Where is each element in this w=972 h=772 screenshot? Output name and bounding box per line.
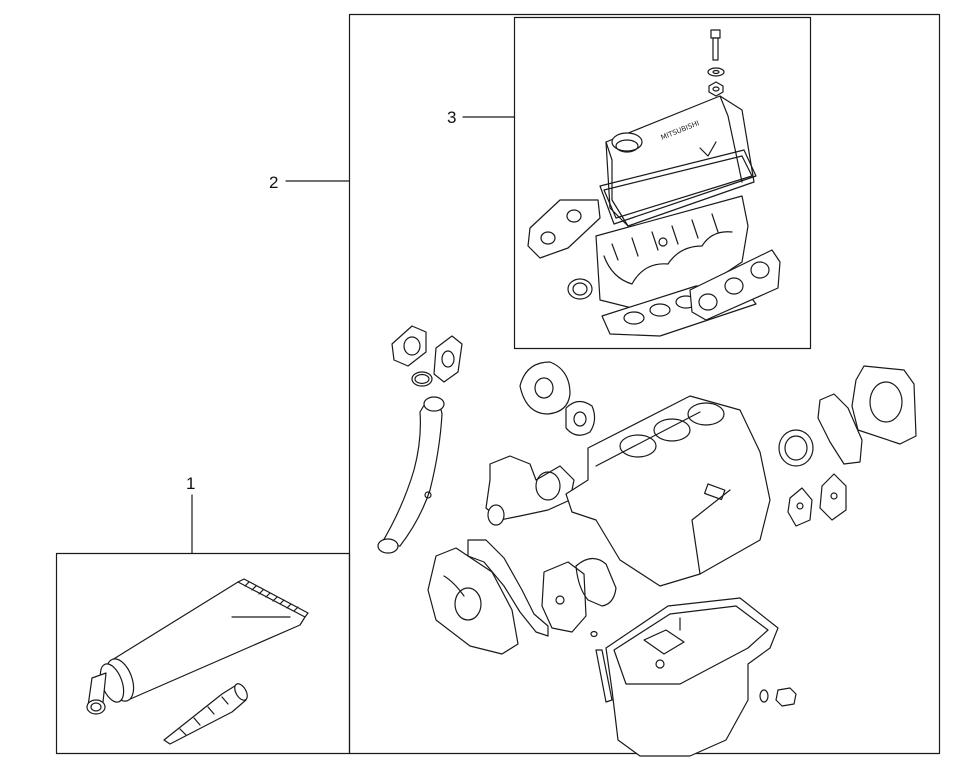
callout-item-1: 1 (186, 474, 196, 493)
grommet (708, 81, 724, 97)
rear-oil-seal-case (851, 365, 917, 445)
manifold-gasket-left (527, 199, 601, 259)
drain-plug-gasket (759, 689, 769, 703)
crankshaft-rear-oil-seal (778, 429, 814, 467)
cylinder-block (565, 395, 771, 587)
frame-cylinder-head-gasket-set (513, 16, 812, 350)
cover-plate (819, 473, 847, 521)
callout-item-3: 3 (447, 108, 457, 127)
frame-sealant-kit (55, 552, 351, 755)
front-case (427, 547, 519, 655)
thermostat-housing (391, 325, 427, 367)
water-pump-pulley-flange (519, 361, 571, 415)
oil-pan-gasket-strip (595, 649, 613, 703)
front-case-gasket (467, 539, 549, 637)
sealant-tube (86, 578, 309, 715)
exhaust-manifold-gasket (689, 249, 781, 321)
camshaft-oil-seal (567, 278, 593, 300)
o-ring (411, 371, 433, 387)
drain-plug (775, 687, 797, 707)
rocker-cover-gasket (599, 149, 757, 225)
rear-oil-seal-gasket (817, 393, 863, 465)
sealant-nozzle (163, 683, 248, 745)
oil-pump-gasket (575, 557, 617, 607)
water-pump (485, 455, 575, 526)
water-pump-gasket (565, 400, 596, 436)
water-outlet-gasket (433, 335, 463, 383)
water-inlet-pipe (377, 396, 445, 554)
bolt (710, 29, 721, 61)
rocker-cover: MITSUBISHI (605, 95, 755, 227)
oil-pan (605, 597, 779, 757)
oil-pump-cover (541, 561, 587, 633)
washer (707, 67, 725, 77)
callout-item-2: 2 (269, 173, 279, 192)
small-o-ring (590, 630, 598, 638)
cover-plate-gasket (787, 487, 813, 527)
